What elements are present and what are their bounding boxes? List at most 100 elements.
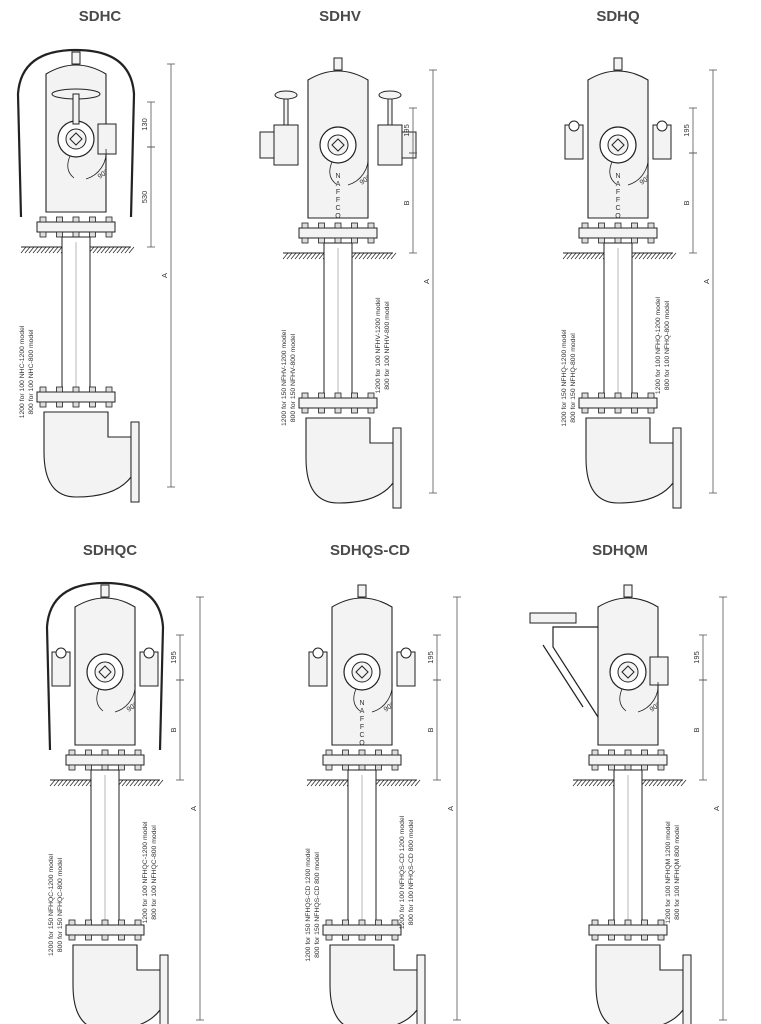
ground-hatch	[660, 779, 667, 787]
title-sdhc: SDHC	[78, 8, 122, 25]
ground-hatch	[672, 779, 679, 787]
ground-hatch	[566, 252, 573, 260]
ground-hatch	[386, 252, 393, 260]
dim-b-label: 530	[140, 191, 149, 204]
angle-arc	[114, 681, 136, 713]
duckfoot-bend	[595, 944, 684, 1024]
handwheel	[378, 90, 402, 100]
title-sdhq: SDHQ	[596, 8, 640, 25]
ground-hatch	[386, 779, 393, 787]
bolt-nut	[367, 237, 375, 244]
ground-hatch	[414, 779, 421, 787]
title-sdhqc: SDHQC	[82, 542, 138, 559]
ground-hatch	[378, 252, 385, 260]
bolt-nut	[367, 392, 375, 399]
flange	[578, 397, 658, 409]
ground-hatch	[572, 779, 579, 787]
spindle-nut	[100, 584, 110, 598]
ground-hatch	[28, 246, 35, 254]
flange	[298, 397, 378, 409]
ground-hatch	[49, 779, 56, 787]
outlet-cap	[607, 134, 629, 156]
ground-hatch	[650, 252, 657, 260]
handwheel	[274, 90, 298, 100]
ground-hatch	[592, 779, 599, 787]
dim-b-label: B	[682, 200, 691, 205]
monitor-pipe	[542, 644, 584, 708]
bolt-nut	[342, 764, 349, 771]
bolt-nut	[85, 934, 92, 941]
bolt-nut	[334, 392, 342, 399]
outlet-cap	[94, 661, 116, 683]
flange	[322, 754, 402, 766]
ground-hatch	[104, 246, 111, 254]
outlet-cap	[65, 128, 87, 150]
duckfoot-bend	[585, 417, 674, 504]
flange	[322, 924, 402, 936]
ground-hatch	[366, 252, 373, 260]
model-note: 800 for 150 NFHV-800 model	[290, 333, 297, 422]
duckfoot-bend	[72, 944, 161, 1024]
ground-hatch	[598, 252, 605, 260]
bolt-nut	[134, 764, 142, 771]
ground-hatch	[406, 779, 413, 787]
ground-hatch	[596, 779, 603, 787]
ground-hatch	[318, 779, 325, 787]
ground-hatch	[398, 779, 405, 787]
model-note: 800 for 100 NFHQS-CD 800 model	[408, 819, 415, 925]
bolt-nut	[641, 749, 648, 756]
ground-hatch	[666, 252, 673, 260]
brand-letter: A	[360, 708, 365, 715]
bolt-nut	[318, 407, 325, 414]
ground-hatch	[310, 779, 317, 787]
angle-arc	[371, 681, 393, 713]
bolt-nut	[318, 392, 325, 399]
brand-letter: C	[615, 205, 620, 212]
ground-hatch	[576, 779, 583, 787]
bolt-nut	[375, 934, 382, 941]
bolt-nut	[608, 764, 615, 771]
ground-hatch	[652, 779, 659, 787]
dim-b-label: B	[426, 727, 435, 732]
ground-hatch	[642, 252, 649, 260]
ground-hatch	[326, 779, 333, 787]
bolt-nut	[367, 407, 375, 414]
ground-hatch	[314, 779, 321, 787]
ground-hatch	[85, 779, 92, 787]
ground-hatch	[286, 252, 293, 260]
ground-hatch	[294, 252, 301, 260]
ground-hatch	[590, 252, 597, 260]
bolt-nut	[657, 764, 665, 771]
outlet-cap	[327, 134, 349, 156]
brand-letter: A	[616, 181, 621, 188]
dim-top-label: 130	[140, 118, 149, 131]
bolt-nut	[614, 392, 622, 399]
bolt-nut	[641, 764, 648, 771]
bolt-nut	[342, 749, 349, 756]
bolt-nut	[72, 386, 80, 393]
ground-hatch	[81, 779, 88, 787]
bolt-nut	[105, 386, 113, 393]
ground-hatch	[662, 252, 669, 260]
bolt-nut	[391, 934, 399, 941]
ground-hatch	[322, 779, 329, 787]
bolt-nut	[39, 216, 47, 223]
ground-hatch	[149, 779, 156, 787]
model-note: 800 for 100 NFHQC-800 model	[151, 825, 158, 920]
ground-hatch	[330, 779, 337, 787]
bolt-nut	[657, 919, 665, 926]
ground-hatch	[96, 246, 103, 254]
brand-letter: F	[616, 189, 620, 196]
ground-hatch	[133, 779, 140, 787]
bolt-nut	[375, 919, 382, 926]
model-note: 800 for 100 NFHQ-800 model	[664, 300, 671, 390]
brand-letter: O	[615, 213, 621, 220]
bolt-nut	[598, 237, 605, 244]
protective-cabinet	[45, 581, 165, 751]
bolt-nut	[56, 216, 63, 223]
ground-hatch	[656, 779, 663, 787]
bolt-nut	[118, 919, 125, 926]
